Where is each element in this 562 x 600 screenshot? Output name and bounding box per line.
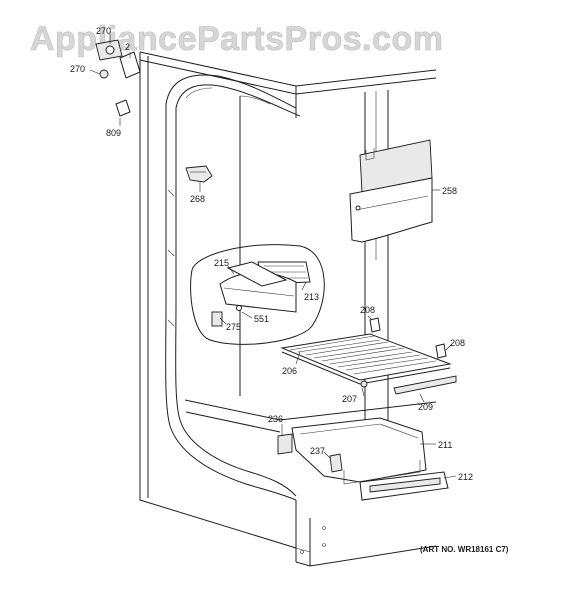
label-208-upper: 208 (360, 305, 375, 315)
label-208-right: 208 (450, 338, 465, 348)
part-206-wire-shelf (280, 333, 452, 385)
watermark-text: AppliancePartsPros.com (30, 20, 443, 58)
part-268-fitting (185, 165, 213, 183)
part-labels: 270 2 270 809 268 258 215 213 551 275 20… (70, 26, 473, 482)
part-211-drawer (291, 417, 427, 485)
label-207: 207 (342, 394, 357, 404)
label-809: 809 (106, 128, 121, 138)
label-268: 268 (190, 194, 205, 204)
part-209-shelf-trim (393, 375, 457, 395)
part-237-bracket (329, 453, 343, 473)
label-237: 237 (310, 446, 325, 456)
label-236: 236 (268, 414, 283, 424)
label-258: 258 (442, 186, 457, 196)
part-2-tube (119, 51, 141, 79)
part-258-control-housing (349, 139, 433, 243)
label-270-left: 270 (70, 64, 85, 74)
label-206: 206 (282, 366, 297, 376)
part-208-clips (369, 317, 447, 359)
label-270-top: 270 (96, 26, 111, 36)
part-212-drawer-cover (359, 471, 449, 501)
label-211: 211 (438, 440, 452, 450)
label-212: 212 (458, 472, 473, 482)
label-215: 215 (214, 258, 229, 268)
art-number: (ART NO. WR18161 C7) (420, 545, 509, 554)
part-215-ice-bin-group (190, 244, 325, 345)
part-270-nut (99, 69, 109, 79)
label-2-top: 2 (125, 42, 130, 52)
part-236-bracket (277, 433, 293, 455)
liner-gasket (165, 74, 301, 501)
part-809-clip (115, 99, 131, 117)
label-213: 213 (304, 292, 319, 302)
label-275: 275 (226, 322, 241, 332)
leader-lines (89, 34, 457, 479)
part-207-support (360, 380, 368, 388)
part-270-valve (95, 39, 123, 61)
label-551: 551 (254, 314, 269, 324)
label-209: 209 (418, 402, 433, 412)
